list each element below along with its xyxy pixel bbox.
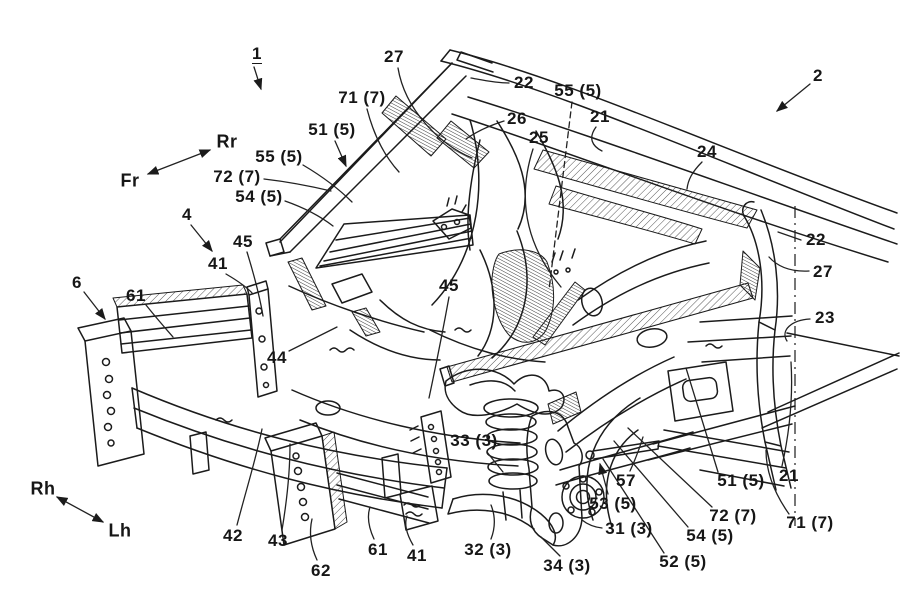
part-label: 41 xyxy=(407,546,427,565)
part-label: 72 (7) xyxy=(213,167,261,186)
part-label: 62 xyxy=(311,561,331,580)
part-label: 71 (7) xyxy=(786,513,834,532)
part-label: 54 (5) xyxy=(235,187,283,206)
part-label: 61 xyxy=(126,286,146,305)
orientation-label: Fr xyxy=(120,170,140,191)
part-label: 6 xyxy=(72,273,82,292)
part-label: 55 (5) xyxy=(554,81,602,100)
part-label: 24 xyxy=(697,142,717,161)
part-label: 53 (5) xyxy=(589,494,637,513)
part-label: 22 xyxy=(806,230,826,249)
orientation-label: Rr xyxy=(216,131,238,152)
part-label: 22 xyxy=(514,73,534,92)
part-label: 34 (3) xyxy=(543,556,591,575)
part-label: 21 xyxy=(590,107,610,126)
part-label: 33 (3) xyxy=(450,431,498,450)
part-label: 51 (5) xyxy=(308,120,356,139)
part-label: 32 (3) xyxy=(464,540,512,559)
part-label: 41 xyxy=(208,254,228,273)
part-label: 45 xyxy=(439,276,459,295)
part-label: 21 xyxy=(779,466,799,485)
part-label: 2 xyxy=(813,66,823,85)
part-label: 71 (7) xyxy=(338,88,386,107)
leader-lines xyxy=(55,66,811,561)
orientation-label: Lh xyxy=(108,520,132,541)
part-label: 25 xyxy=(529,128,549,147)
part-label: 43 xyxy=(268,531,288,550)
part-label: 45 xyxy=(233,232,253,251)
part-label: 4 xyxy=(182,205,192,224)
part-label: 27 xyxy=(384,47,404,66)
part-label: 44 xyxy=(267,348,287,367)
part-label: 52 (5) xyxy=(659,552,707,571)
part-label: 23 xyxy=(815,308,835,327)
orientation-label: Rh xyxy=(30,478,56,499)
body-structure-lines xyxy=(77,49,900,547)
part-label: 54 (5) xyxy=(686,526,734,545)
part-label: 57 xyxy=(616,471,636,490)
part-label: 72 (7) xyxy=(709,506,757,525)
part-label: 1 xyxy=(252,44,262,63)
part-label: 61 xyxy=(368,540,388,559)
part-label: 27 xyxy=(813,262,833,281)
part-label: 55 (5) xyxy=(255,147,303,166)
part-label: 31 (3) xyxy=(605,519,653,538)
part-label: 26 xyxy=(507,109,527,128)
part-label: 42 xyxy=(223,526,243,545)
part-label: 51 (5) xyxy=(717,471,765,490)
